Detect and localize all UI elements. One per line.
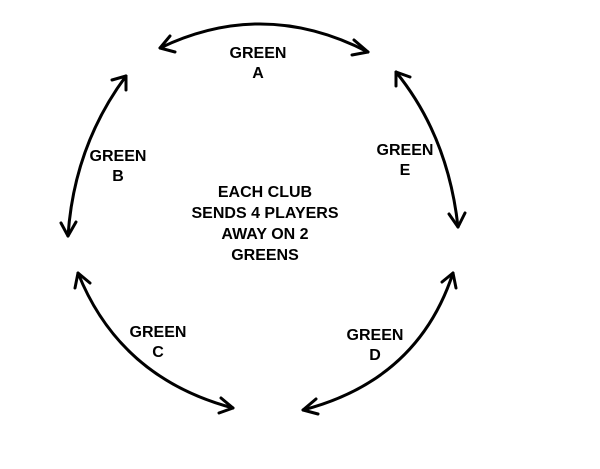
green-b-word: GREEN [89, 148, 147, 165]
green-e-letter: E [399, 162, 411, 179]
center-caption-line-4: GREENS [231, 247, 299, 264]
center-caption: EACH CLUB SENDS 4 PLAYERS AWAY ON 2 GREE… [191, 182, 338, 266]
green-c-label: GREEN C [130, 323, 187, 363]
center-caption-line-2: SENDS 4 PLAYERS [191, 205, 339, 222]
green-d-label: GREEN D [347, 326, 404, 366]
center-caption-line-1: EACH CLUB [217, 184, 313, 201]
green-b-label: GREEN B [90, 147, 147, 187]
center-caption-line-3: AWAY ON 2 [221, 226, 309, 243]
arrow-green-c [73, 271, 235, 415]
green-a-word: GREEN [229, 45, 287, 62]
green-b-letter: B [112, 168, 124, 185]
arrow-green-a [158, 22, 370, 57]
green-d-word: GREEN [346, 327, 404, 344]
arrow-green-d [301, 271, 458, 416]
green-e-word: GREEN [376, 142, 434, 159]
green-a-letter: A [252, 65, 264, 82]
green-c-word: GREEN [129, 324, 187, 341]
green-c-letter: C [152, 344, 164, 361]
green-d-letter: D [369, 347, 381, 364]
arrow-green-b [59, 74, 128, 238]
arrow-green-e [394, 70, 467, 229]
green-a-label: GREEN A [230, 44, 287, 84]
green-e-label: GREEN E [377, 141, 434, 181]
